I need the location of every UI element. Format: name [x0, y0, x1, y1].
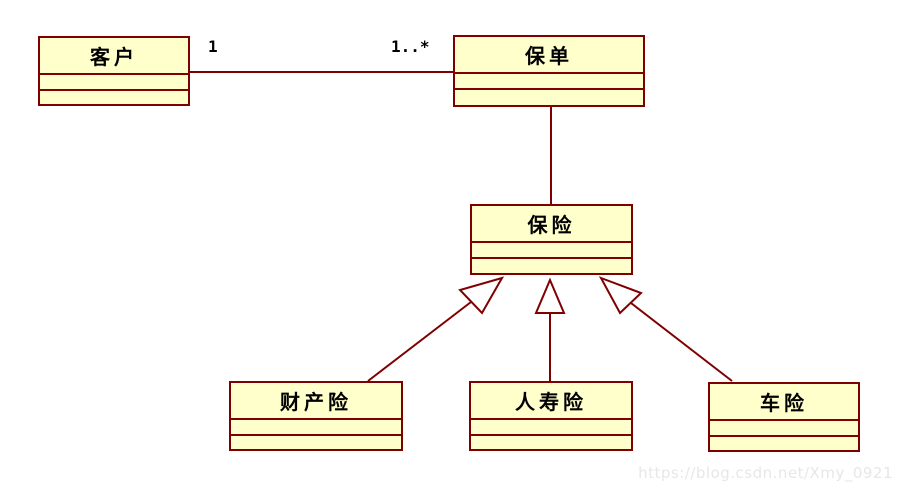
class-box-car-insurance: 车险 — [708, 382, 860, 452]
class-name-policy: 保单 — [455, 37, 643, 74]
class-box-customer: 客户 — [38, 36, 190, 106]
generalization-line-property — [367, 301, 472, 382]
class-name-property-insurance: 财产险 — [231, 383, 401, 420]
class-name-life-insurance: 人寿险 — [471, 383, 631, 420]
generalization-arrowhead-car — [598, 276, 643, 315]
class-operations-compartment — [40, 91, 188, 104]
class-name-customer: 客户 — [40, 38, 188, 75]
class-box-policy: 保单 — [453, 35, 645, 107]
class-attributes-compartment — [40, 75, 188, 91]
multiplicity-label-target: 1..* — [391, 37, 430, 56]
class-box-life-insurance: 人寿险 — [469, 381, 633, 451]
class-name-car-insurance: 车险 — [710, 384, 858, 421]
class-name-insurance: 保险 — [472, 206, 631, 243]
class-operations-compartment — [231, 436, 401, 449]
class-attributes-compartment — [455, 74, 643, 90]
class-attributes-compartment — [471, 420, 631, 436]
generalization-arrowhead-property — [458, 276, 505, 315]
multiplicity-label-source: 1 — [208, 37, 218, 56]
class-operations-compartment — [472, 259, 631, 273]
class-attributes-compartment — [231, 420, 401, 436]
watermark-text: https://blog.csdn.net/Xmy_0921 — [638, 464, 893, 482]
class-attributes-compartment — [472, 243, 631, 259]
class-attributes-compartment — [710, 421, 858, 437]
class-operations-compartment — [710, 437, 858, 450]
class-operations-compartment — [471, 436, 631, 449]
class-box-insurance: 保险 — [470, 204, 633, 275]
class-box-property-insurance: 财产险 — [229, 381, 403, 451]
generalization-line-car — [630, 302, 733, 382]
generalization-arrowhead-life — [534, 277, 566, 314]
class-operations-compartment — [455, 90, 643, 105]
